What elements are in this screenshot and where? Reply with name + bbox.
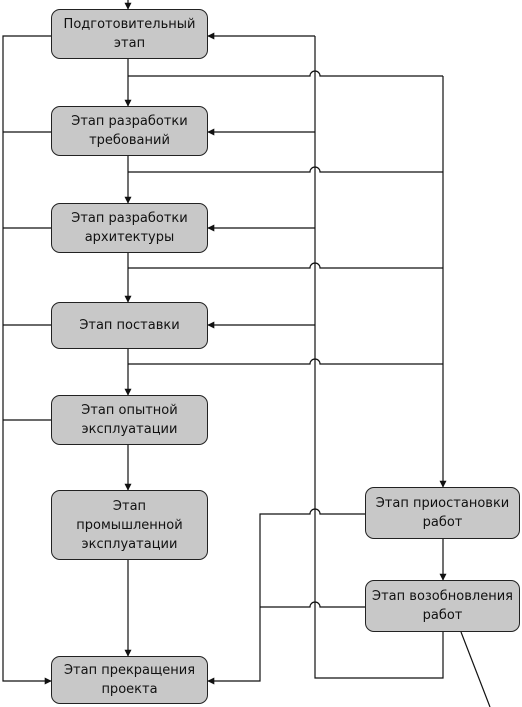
node-resumption-stage: Этап возобновления работ xyxy=(365,580,520,632)
edge-prep-to-suspend xyxy=(128,70,443,77)
node-industrial-operation-stage: Этап промышленной эксплуатации xyxy=(51,490,208,560)
edge-suspend-to-term xyxy=(207,508,365,685)
node-supply-stage: Этап поставки xyxy=(51,302,208,349)
resume-left-stub xyxy=(260,601,365,608)
resume-tail-line xyxy=(460,631,491,707)
node-requirements-stage: Этап разработки требований xyxy=(51,106,208,156)
node-project-termination-stage: Этап прекращения проекта xyxy=(51,656,208,704)
resume-bottom-link xyxy=(314,608,444,679)
node-trial-operation-stage: Этап опытной эксплуатации xyxy=(51,395,208,445)
edge-left-bus-to-term xyxy=(2,35,52,685)
edge-supply-to-suspend xyxy=(128,358,443,365)
node-preparatory-stage: Подготовительный этап xyxy=(51,9,208,59)
edge-arch-to-suspend xyxy=(128,262,443,269)
node-suspension-stage: Этап приостановки работ xyxy=(365,487,520,539)
node-architecture-stage: Этап разработки архитектуры xyxy=(51,203,208,253)
edge-req-to-suspend xyxy=(128,166,443,173)
